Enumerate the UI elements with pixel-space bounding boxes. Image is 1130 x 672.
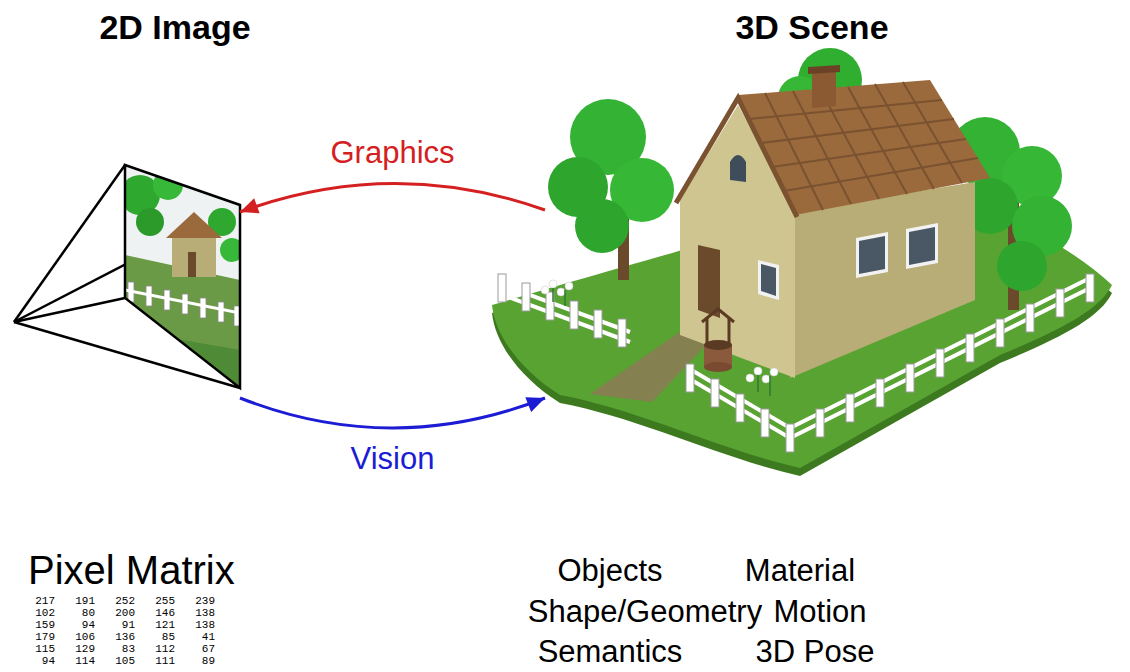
- pixel-value: 159: [19, 619, 55, 631]
- pixel-value: 91: [99, 619, 135, 631]
- pixel-value: 121: [139, 619, 175, 631]
- pixel-value: 239: [179, 595, 215, 607]
- edge-label: Graphics: [330, 136, 454, 167]
- pixel-value: 94: [19, 655, 55, 667]
- pixel-value: 102: [19, 607, 55, 619]
- pixel-value: 191: [59, 595, 95, 607]
- pixel-value: 217: [19, 595, 55, 607]
- scene-property: Material: [745, 555, 855, 586]
- pixel-value: 146: [139, 607, 175, 619]
- scene-property: Objects: [557, 555, 662, 586]
- image-plane: [125, 165, 240, 388]
- pixel-value: 41: [179, 631, 215, 643]
- arrow-head: [525, 397, 545, 412]
- graphics-arrow: [240, 183, 545, 213]
- scene-property: Shape/Geometry: [528, 596, 762, 627]
- scene-property: Semantics: [538, 636, 683, 667]
- pixel-value: 85: [139, 631, 175, 643]
- matrix-title: Pixel Matrix: [28, 550, 235, 590]
- pixel-value: 179: [19, 631, 55, 643]
- scene-property: 3D Pose: [756, 636, 875, 667]
- pixel-value: 136: [99, 631, 135, 643]
- pixel-value: 252: [99, 595, 135, 607]
- image-node: 2D Image: [12, 150, 240, 400]
- pixel-value: 138: [179, 619, 215, 631]
- arrow-head: [240, 198, 260, 213]
- pixel-value: 83: [99, 643, 135, 655]
- arrow-curve: [240, 183, 545, 212]
- pixel-value: 89: [179, 655, 215, 667]
- pixel-value: 115: [19, 643, 55, 655]
- pixel-value: 67: [179, 643, 215, 655]
- house-scene: [492, 48, 1112, 476]
- edge-label: Vision: [351, 443, 435, 474]
- pixel-value: 200: [99, 607, 135, 619]
- heading-text: 3D Scene: [735, 10, 888, 44]
- pixel-value: 129: [59, 643, 95, 655]
- pixel-value: 138: [179, 607, 215, 619]
- pixel-value: 111: [139, 655, 175, 667]
- pixel-value: 105: [99, 655, 135, 667]
- scene-property: Motion: [773, 596, 866, 627]
- pixel-value: 94: [59, 619, 95, 631]
- heading-text: 2D Image: [99, 10, 250, 44]
- pixel-value: 112: [139, 643, 175, 655]
- pixel-value: 80: [59, 607, 95, 619]
- pixel-value: 114: [59, 655, 95, 667]
- arrow-curve: [240, 398, 545, 428]
- image-plane-picture: [120, 160, 245, 395]
- pixel-value: 106: [59, 631, 95, 643]
- pixel-value: 255: [139, 595, 175, 607]
- vision-arrow: [240, 397, 545, 428]
- scene-node: 3D Scene: [545, 150, 1105, 470]
